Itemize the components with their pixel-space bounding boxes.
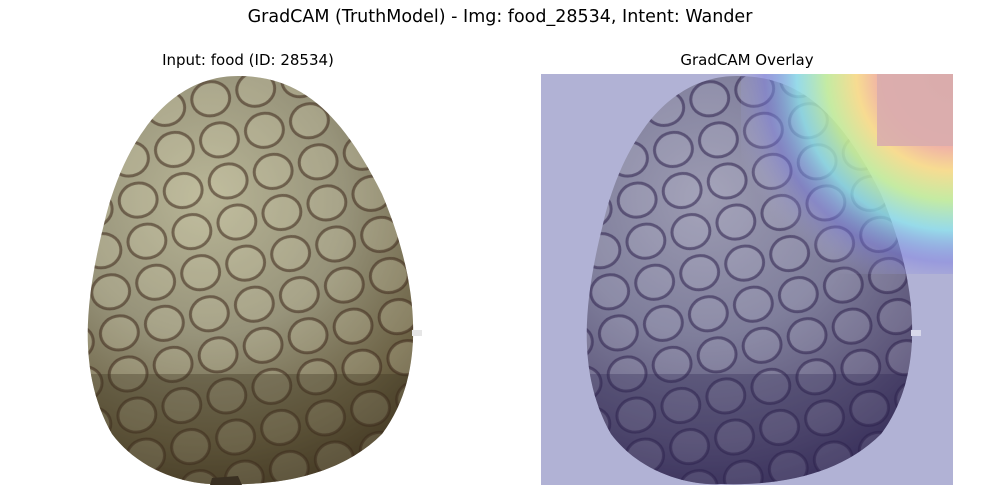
figure-title: GradCAM (TruthModel) - Img: food_28534, … <box>247 7 753 27</box>
input-panel-title: Input: food (ID: 28534) <box>162 51 334 69</box>
food-egg-shape <box>87 76 414 485</box>
input-image <box>87 76 422 485</box>
gradcam-heatmap <box>741 74 953 274</box>
gradcam-overlay-panel <box>541 74 953 485</box>
input-image-panel <box>42 74 454 485</box>
gradcam-overlay-image <box>541 74 953 485</box>
overlay-panel-title: GradCAM Overlay <box>680 51 814 69</box>
